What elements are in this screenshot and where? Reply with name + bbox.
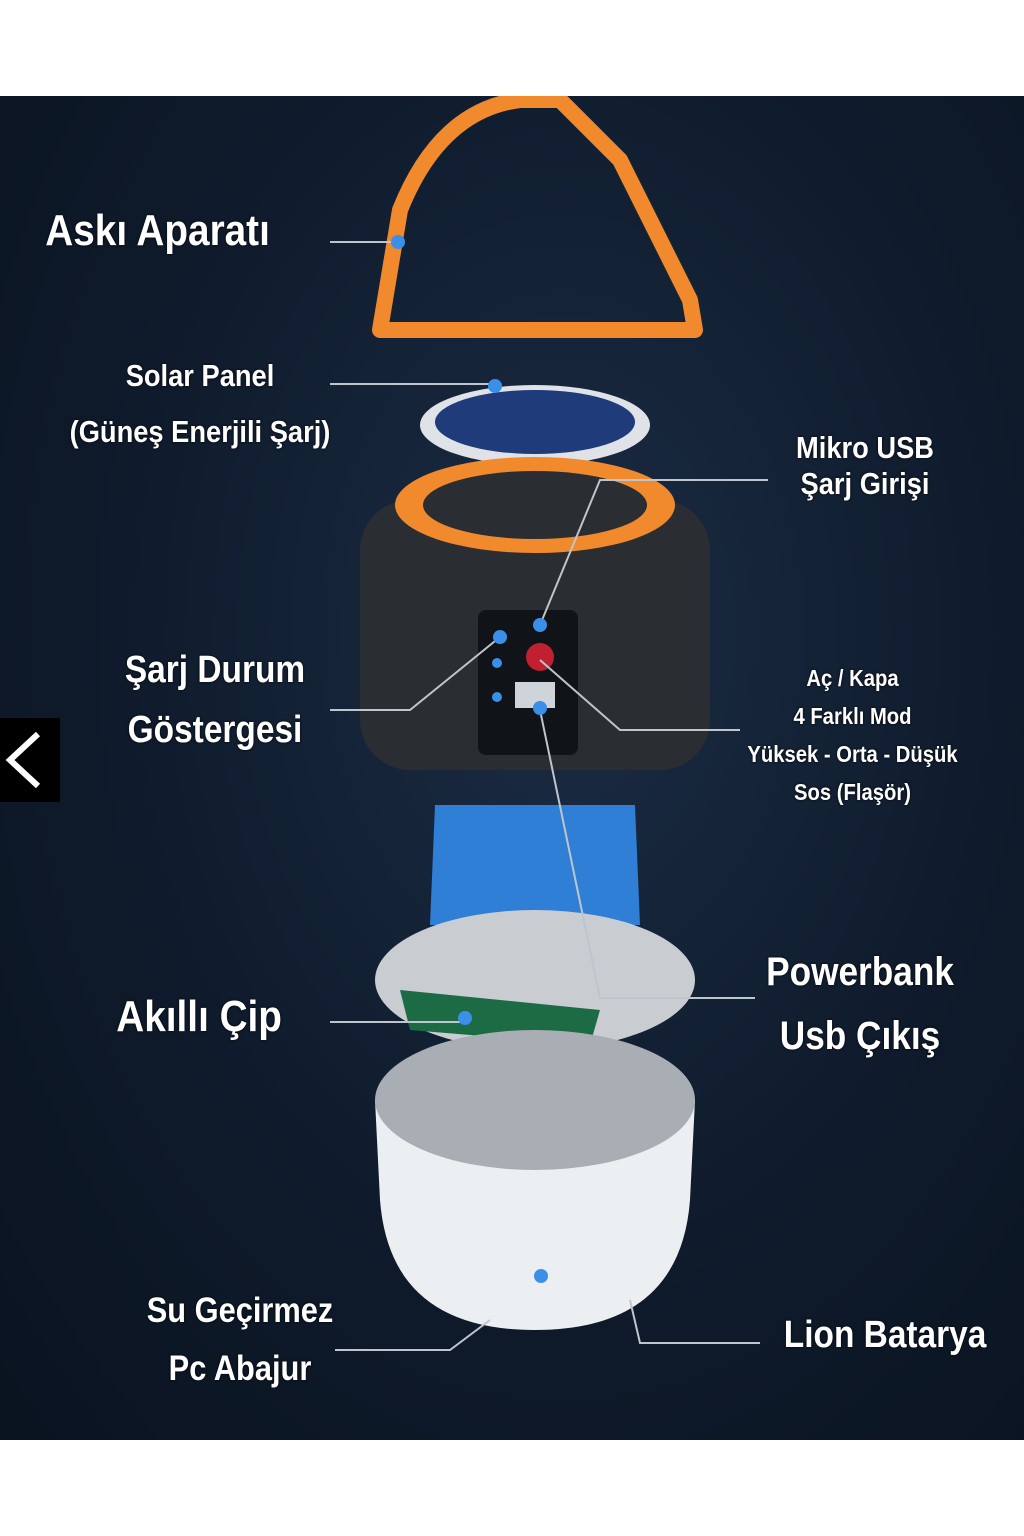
label-solar-panel: Solar Panel (Güneş Enerjili Şarj) <box>42 348 359 460</box>
label-battery: Lion Batarya <box>783 1314 987 1356</box>
leader-lines <box>330 241 768 1351</box>
label-line: Su Geçirmez <box>146 1291 334 1330</box>
marker-dots <box>391 235 548 1283</box>
label-line: Solar Panel <box>125 358 275 393</box>
label-line: Aç / Kapa <box>806 665 899 691</box>
label-powerbank: Powerbank Usb Çıkış <box>759 940 961 1068</box>
label-line: Şarj Durum <box>124 649 306 691</box>
carousel-prev-button[interactable] <box>0 718 60 802</box>
label-line: Pc Abajur <box>168 1349 312 1388</box>
product-image: Askı Aparatı Solar Panel (Güneş Enerjili… <box>0 96 1024 1440</box>
label-line: Yüksek - Orta - Düşük <box>747 741 958 767</box>
hanger-part <box>372 96 703 338</box>
label-micro-usb: Mikro USB Şarj Girişi <box>773 430 958 502</box>
lantern-exploded-diagram <box>330 96 768 1351</box>
label-line: 4 Farklı Mod <box>793 703 912 729</box>
label-line: Usb Çıkış <box>779 1014 941 1058</box>
label-line: Sos (Flaşör) <box>794 779 911 805</box>
label-waterproof-shade: Su Geçirmez Pc Abajur <box>126 1282 355 1398</box>
label-line: (Güneş Enerjili Şarj) <box>69 414 331 449</box>
chevron-left-icon <box>5 731 41 789</box>
label-line: Göstergesi <box>127 709 303 751</box>
label-charge-indicator: Şarj Durum Göstergesi <box>109 640 320 760</box>
battery-part <box>430 805 640 925</box>
label-modes: Aç / Kapa 4 Farklı Mod Yüksek - Orta - D… <box>740 659 964 811</box>
label-smart-chip: Akıllı Çip <box>116 992 282 1041</box>
label-hanger: Askı Aparatı <box>45 206 270 255</box>
label-line: Powerbank <box>766 950 954 994</box>
label-line: Mikro USB <box>796 430 934 465</box>
power-button <box>526 643 554 671</box>
label-line: Şarj Girişi <box>800 466 930 501</box>
